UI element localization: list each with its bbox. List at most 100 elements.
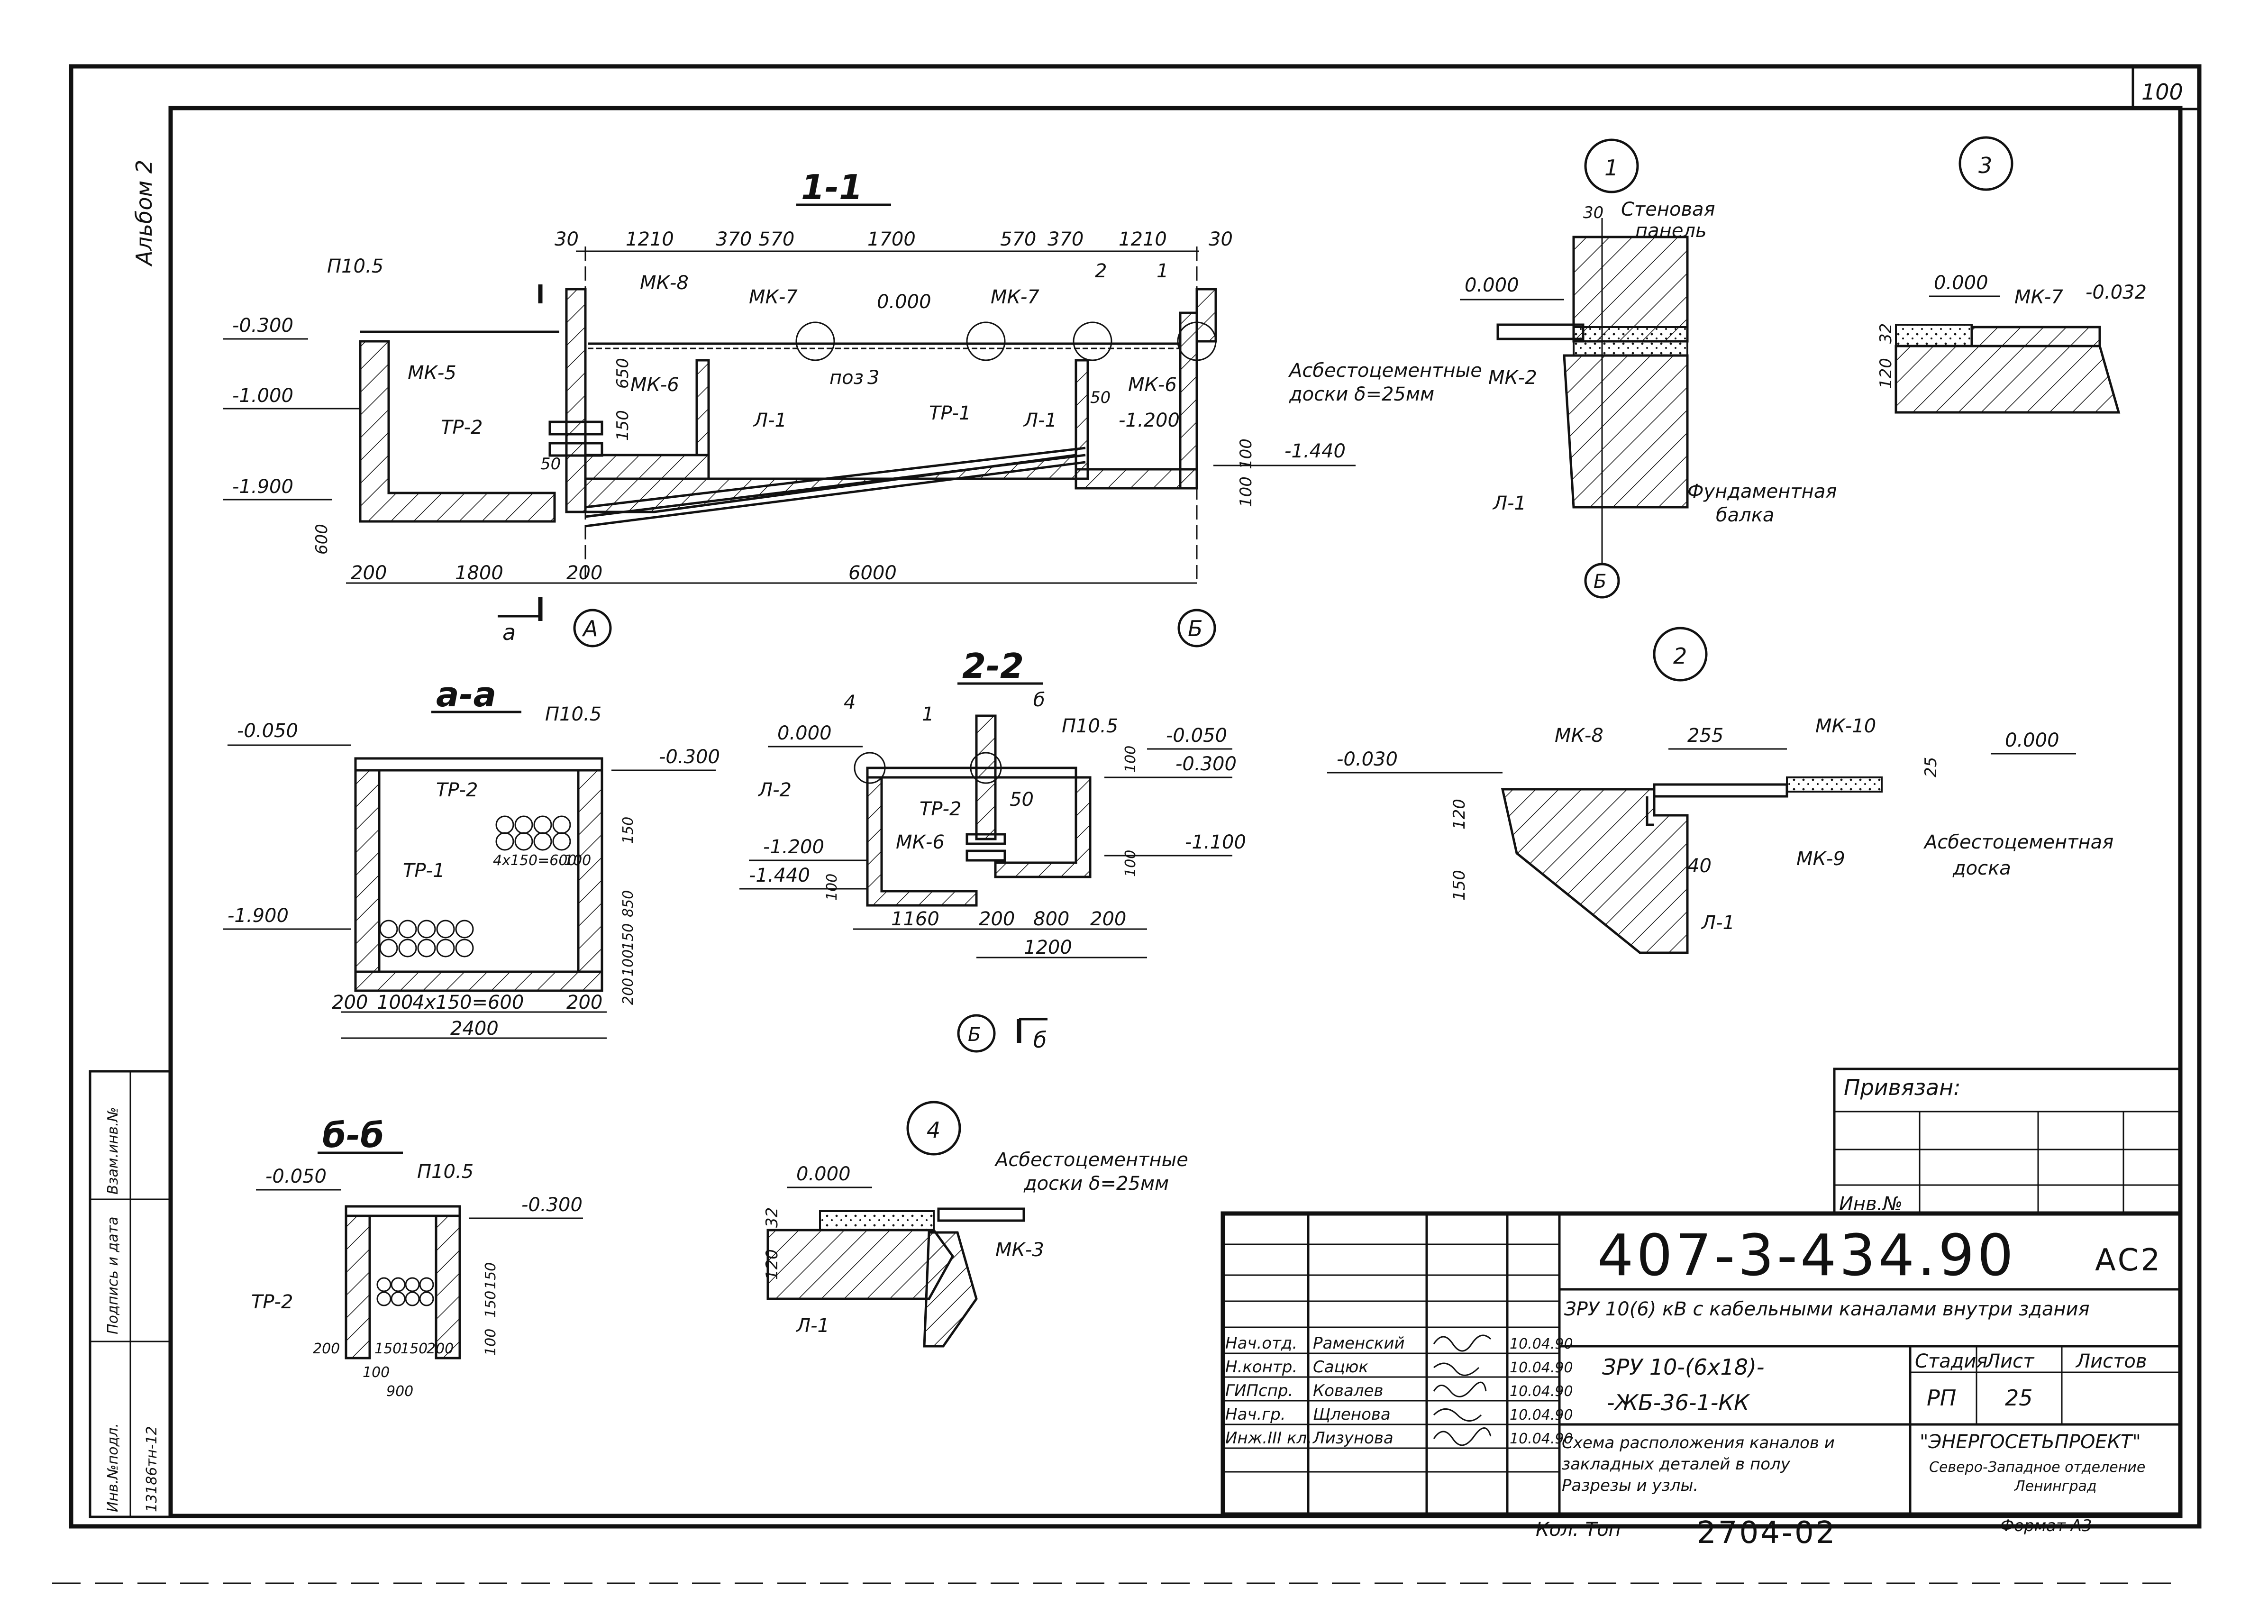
signer-date-1: 10.04.90: [1510, 1359, 1573, 1376]
binding-box: Привязан: Инв.№: [1833, 1067, 2182, 1215]
s22-lbl-0: 0.000: [777, 722, 832, 744]
s22-lbl-13: -1.440: [749, 865, 810, 886]
sbb-lbl-4: 150: [483, 1262, 499, 1289]
signer-name-4: Лизунова: [1312, 1429, 1394, 1448]
s22-lbl-2: 1: [922, 703, 934, 725]
node-3-mk: МК-7: [2014, 286, 2063, 308]
s11-el-0: -0.300: [232, 315, 293, 337]
s11-lbl-6: Л-1: [753, 410, 787, 431]
saa-lbl-11: 100: [620, 949, 637, 976]
format-label: Формат А3: [2000, 1516, 2092, 1535]
s11-lbl-0: П10.5: [327, 255, 383, 277]
s22-lbl-14: -1.100: [1185, 831, 1246, 853]
s11-el-4: -1.200: [1119, 410, 1180, 431]
s11-el-5: -1.440: [1284, 440, 1346, 462]
node-4-note-1: Асбестоцементные: [994, 1149, 1188, 1171]
section-2-2-title: 2-2: [962, 646, 1024, 686]
node-3-d1: 32: [1876, 323, 1895, 344]
sbb-lbl-1: П10.5: [417, 1161, 474, 1183]
s22-lbl-3: б: [1033, 689, 1045, 711]
node-1-beam-1: Фундаментная: [1687, 481, 1837, 502]
s22-lbl-6: -0.300: [1175, 753, 1237, 775]
s22-dim-2: 800: [1033, 908, 1069, 930]
signer-name-3: Щленова: [1313, 1405, 1391, 1424]
node-3-num: 3: [1978, 153, 1992, 178]
album-label: Альбом 2: [131, 160, 157, 267]
s11-note-1: Асбестоцементные: [1288, 360, 1482, 382]
s11-lbl-3: МК-8: [640, 272, 689, 294]
sbb-dim-0: 200: [313, 1341, 340, 1357]
s22-lbl-7: Л-2: [757, 779, 792, 801]
s22-lbl-5: -0.050: [1166, 725, 1227, 747]
inv-no-label: Инв.№: [1839, 1193, 1903, 1215]
node-2: 2 -0.030 МК-8 255 МК-10 0.000 40 МК-9 Ас…: [1327, 627, 2113, 954]
node-1-axis: Б: [1594, 571, 1606, 593]
stage-header: Стадия: [1915, 1350, 1987, 1372]
s11-note-2: доски δ=25мм: [1289, 383, 1434, 405]
s22-dim-0: 1160: [891, 908, 939, 930]
s11-axis-a: А: [582, 616, 598, 641]
s11-lbl-5: МК-6: [630, 374, 679, 396]
sbb-lbl-0: -0.050: [265, 1166, 327, 1187]
s11-lbl-11: МК-7: [991, 286, 1039, 308]
s11-dim-4: 1700: [867, 228, 916, 250]
node-2-d40: 40: [1687, 855, 1712, 877]
node-3-d2: 120: [1876, 358, 1895, 389]
sheet-title-1: Схема расположения каналов и: [1562, 1433, 1835, 1452]
section-b-b: б-б -0.050 П10.5 -0.300 ТР-2 150 150 100…: [251, 1115, 583, 1400]
saa-dim-3: 200: [566, 992, 602, 1013]
signer-date-2: 10.04.90: [1510, 1383, 1573, 1400]
title-block: 407-3-434.90 АС2 ЗРУ 10(6) кВ с кабельны…: [1221, 1211, 2183, 1517]
s22-total: 1200: [1024, 937, 1072, 958]
sbb-d100: 100: [363, 1364, 390, 1381]
node-2-board-1: Асбестоцементная: [1923, 831, 2113, 853]
s11-lbl-7: поз: [829, 367, 864, 389]
node-2-d120: 120: [1450, 799, 1469, 830]
saa-lbl-8: 150: [620, 817, 637, 844]
s11-dim-5: 570: [1000, 228, 1036, 250]
sbb-lbl-2: -0.300: [521, 1194, 583, 1216]
section-a-a: а-а -0.050 П10.5 -0.300 ТР-2 ТР-1 -1.900…: [223, 675, 720, 1040]
stage-value: РП: [1927, 1385, 1956, 1411]
s22-cut: б: [1033, 1027, 1047, 1053]
sheet-number: 100: [2141, 79, 2183, 105]
saa-lbl-2: -0.300: [659, 746, 720, 768]
s11-vd-3: 600: [312, 524, 331, 555]
sheet-number-box: [2131, 65, 2201, 110]
object-name: ЗРУ 10(6) кВ с кабельными каналами внутр…: [1564, 1298, 2090, 1320]
s11-dim-1: 1210: [626, 228, 674, 250]
s11-dim-8: 30: [1209, 228, 1233, 250]
s11-lbl-9: ТР-1: [929, 402, 971, 424]
s11-bdim-3: 6000: [848, 562, 897, 584]
doc-code: 407-3-434.90: [1597, 1223, 2016, 1289]
s11-vd-0: 650: [613, 358, 632, 389]
signer-role-3: Нач.гр.: [1225, 1405, 1286, 1424]
side-stamp: Взам.инв.№ Подпись и дата Инв.№подл. 131…: [89, 1070, 172, 1518]
node-4: 4 0.000 Асбестоцементные доски δ=25мм МК…: [763, 1101, 1188, 1348]
s11-lbl-13: 2: [1095, 260, 1107, 282]
s11-dim-2: 370: [716, 228, 752, 250]
section-a-a-title: а-а: [436, 675, 496, 714]
org-city: Ленинград: [2014, 1478, 2097, 1495]
node-1-dim: 30: [1583, 203, 1603, 222]
sheets-header: Листов: [2075, 1350, 2147, 1372]
saa-dim-2: 4х150=600: [412, 992, 524, 1013]
signer-role-2: ГИПспр.: [1225, 1381, 1293, 1400]
org-name: "ЭНЕРГОСЕТЬПРОЕКТ": [1920, 1431, 2141, 1453]
node-4-mk: МК-3: [995, 1239, 1044, 1261]
node-2-l: Л-1: [1701, 912, 1735, 934]
saa-dim-1: 100: [377, 992, 413, 1013]
node-4-d32: 32: [763, 1207, 782, 1228]
binding-label: Привязан:: [1844, 1075, 1961, 1100]
signer-date-3: 10.04.90: [1510, 1407, 1573, 1423]
s11-lbl-14: 1: [1157, 260, 1168, 282]
node-1-l: Л-1: [1492, 493, 1526, 514]
signer-role-1: Н.контр.: [1225, 1358, 1297, 1377]
s22-dim-1: 200: [979, 908, 1015, 930]
signer-name-2: Ковалев: [1313, 1381, 1384, 1400]
copy-number: 2704-02: [1697, 1515, 1837, 1551]
doc-mark: АС2: [2095, 1243, 2162, 1278]
s22-lbl-11: МК-6: [896, 831, 945, 853]
s11-el-3: 0.000: [877, 291, 931, 313]
